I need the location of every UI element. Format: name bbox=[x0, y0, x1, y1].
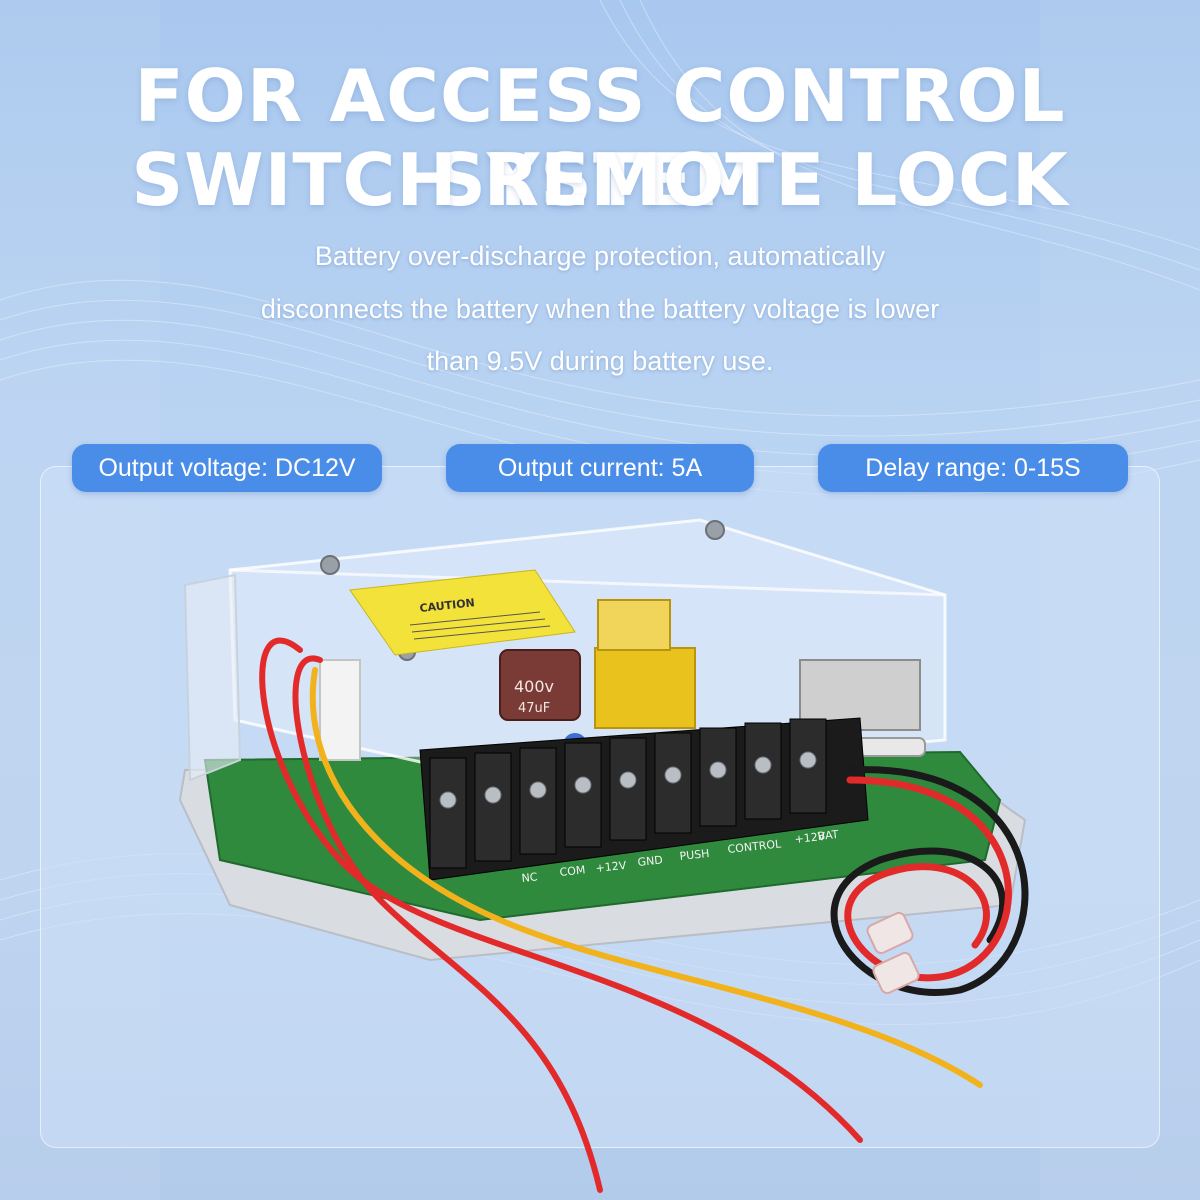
screw bbox=[320, 555, 340, 575]
headline-line-2: SWITCH REMOTE LOCK bbox=[131, 138, 1069, 222]
yellow-wire bbox=[309, 667, 983, 1088]
acrylic-cover-side bbox=[183, 573, 242, 782]
terminal-label: PUSH bbox=[679, 847, 710, 863]
caution-label-text: CAUTION bbox=[419, 596, 475, 615]
red-wire bbox=[292, 655, 603, 1193]
spec-pill-output-voltage: Output voltage: DC12V bbox=[72, 444, 382, 492]
terminal-label: CONTROL bbox=[727, 837, 783, 856]
terminal-label: NC bbox=[521, 870, 538, 885]
spec-pill-delay-range: Delay range: 0-15S bbox=[818, 444, 1128, 492]
caution-label bbox=[349, 569, 576, 656]
capacitor bbox=[499, 649, 581, 721]
capacitor-value-text: 47uF bbox=[518, 701, 550, 716]
screw bbox=[705, 520, 725, 540]
description-line-3: than 9.5V during battery use. bbox=[426, 346, 774, 376]
terminal-label: BAT bbox=[817, 828, 839, 843]
terminal-label: COM bbox=[559, 863, 586, 879]
capacitor-voltage-text: 400v bbox=[514, 677, 554, 696]
transformer bbox=[594, 647, 696, 729]
fuse bbox=[854, 737, 926, 757]
description-line-2: disconnects the battery when the battery… bbox=[260, 294, 940, 324]
spade-connector bbox=[866, 911, 920, 995]
terminal-label: GND bbox=[637, 853, 663, 869]
terminal-label: +12V bbox=[595, 859, 627, 875]
description-line-1: Battery over-discharge protection, autom… bbox=[314, 241, 886, 271]
spec-pill-output-current: Output current: 5A bbox=[446, 444, 754, 492]
terminal-block bbox=[419, 717, 869, 881]
terminal-label: +12V bbox=[794, 830, 826, 846]
headline-line-1: FOR ACCESS CONTROL SYSTEM bbox=[134, 54, 1066, 222]
wire-connector bbox=[319, 659, 361, 761]
